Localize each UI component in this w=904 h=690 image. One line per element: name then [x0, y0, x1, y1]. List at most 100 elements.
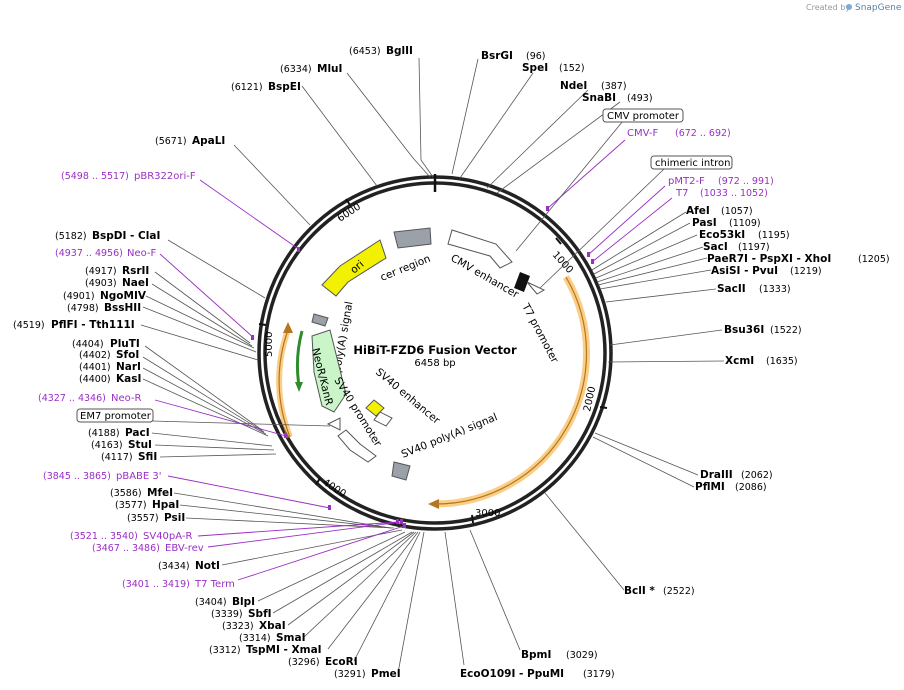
leader-bspei: [301, 85, 378, 187]
enzyme-pos-clai: (5182): [55, 231, 87, 242]
leader-spei: [459, 72, 534, 179]
enzyme-pos-bsu36i: (1522): [770, 325, 802, 336]
leader-t7: [591, 197, 673, 263]
enzyme-pos-bsshii: (4798): [67, 303, 99, 314]
enzyme-name-nari: NarI: [116, 361, 141, 373]
leader-hpai: [179, 504, 393, 529]
enzyme-name-ecori: EcoRI: [325, 656, 358, 668]
enzyme-pos-ngomiv: (4901): [63, 291, 95, 302]
enzyme-pos-sbfi: (3339): [211, 609, 243, 620]
enzyme-name-eco0109i: EcoO109I - PpuMI: [460, 668, 564, 680]
enzyme-name-noti: NotI: [195, 560, 220, 572]
primer-range-sv40pa-r: (3521 .. 3540): [70, 531, 138, 542]
primer-name-t7: T7: [675, 188, 688, 199]
leader-smai: [303, 531, 417, 638]
em7-promoter-label: EM7 promoter: [80, 411, 152, 422]
enzyme-name-asisi: AsiSI - PvuI: [711, 265, 778, 277]
enzyme-pos-paer7i: (1205): [858, 254, 890, 265]
leader-ecori: [353, 531, 421, 662]
enzyme-pos-paci: (4188): [88, 428, 120, 439]
t7-promoter-feature: [514, 272, 530, 292]
enzyme-name-xbai: XbaI: [259, 620, 286, 632]
enzyme-name-psii: PsiI: [164, 512, 185, 524]
fzd6-cds-arrow-head: [428, 499, 439, 509]
leader-bsrgi: [451, 58, 479, 175]
enzyme-name-pflfi: PflFI - Tth111I: [51, 319, 135, 331]
t7-promoter-label: T7 promoter: [519, 301, 561, 366]
enzyme-name-mlui: MluI: [317, 63, 342, 75]
enzyme-name-pasi: PasI: [692, 217, 717, 229]
enzyme-name-bglii: BglII: [386, 45, 413, 57]
leader-paci: [151, 432, 273, 447]
mark-pmt2-f: [587, 252, 590, 257]
primer-range-neo-r: (4327 .. 4346): [38, 393, 106, 404]
enzyme-name-naei: NaeI: [122, 277, 149, 289]
leader-ngomiv: [145, 295, 255, 349]
primer-name-cmv-f: CMV-F: [627, 128, 658, 139]
primer-range-t7: (1033 .. 1052): [700, 188, 768, 199]
primer-range-pbr322ori-f: (5498 .. 5517): [61, 171, 129, 182]
tick-3000: 3000: [475, 508, 500, 519]
enzyme-pos-tspmi: (3312): [209, 645, 241, 656]
leader-psii: [185, 517, 395, 529]
chimeric-intron-label: chimeric intron: [655, 158, 730, 169]
enzyme-name-sacii: SacII: [717, 283, 746, 295]
primer-name-sv40pa-r: SV40pA-R: [143, 531, 192, 542]
primer-labels: CMV-F (672 .. 692) pMT2-F (972 .. 991) T…: [38, 128, 774, 590]
enzyme-pos-pflfi: (4519): [13, 320, 45, 331]
enzyme-name-pmei: PmeI: [371, 668, 401, 680]
cmv-enhancer-feature: [447, 229, 513, 269]
sv40-polya-label: SV40 poly(A) signal: [400, 411, 500, 461]
leader-snabi: [496, 101, 621, 194]
primer-name-neo-f: Neo-F: [127, 248, 157, 259]
enzyme-name-spei: SpeI: [522, 62, 548, 74]
leader-sv40pa-r: [197, 521, 399, 537]
snapgene-brand: SnapGene: [855, 3, 902, 13]
polya-signal-feature: [311, 313, 329, 327]
enzyme-pos-apali: (5671): [155, 136, 187, 147]
leader-eco0109i: [444, 531, 465, 666]
leader-noti: [221, 529, 403, 566]
enzyme-pos-blpi: (3404): [195, 597, 227, 608]
leader-chimeric-intron: [539, 168, 665, 289]
primer-range-neo-f: (4937 .. 4956): [55, 248, 123, 259]
enzyme-pos-pasi: (1109): [729, 218, 761, 229]
primer-name-neo-r: Neo-R: [111, 393, 142, 404]
enzyme-pos-pmei: (3291): [334, 669, 366, 680]
enzyme-name-bsrgi: BsrGI: [481, 50, 513, 62]
tick-2000: 2000: [582, 385, 598, 412]
primer-name-pbabe-3: pBABE 3': [116, 471, 162, 482]
tick-5000: 5000: [264, 332, 275, 357]
enzyme-pos-draiii: (2062): [741, 470, 773, 481]
enzyme-pos-afei: (1057): [721, 206, 753, 217]
enzyme-name-sfoi: SfoI: [116, 349, 139, 361]
enzyme-name-bcli: BclI *: [624, 585, 655, 597]
enzyme-name-draiii: DraIII: [700, 469, 733, 481]
leader-paer7i: [597, 257, 708, 286]
enzyme-name-bsu36i: Bsu36I: [724, 324, 764, 336]
leader-ebv-rev: [207, 521, 402, 548]
leader-neo-r: [154, 399, 287, 437]
boxed-feature-labels: CMV promoter chimeric intron EM7 promote…: [76, 108, 733, 427]
leader-mfei: [173, 492, 391, 529]
leader-bpmi: [469, 529, 521, 651]
em7-promoter-feature: [326, 417, 341, 431]
enzyme-pos-sacii: (1333): [759, 284, 791, 295]
chimeric-intron-box: [650, 155, 733, 170]
ori-feature: [321, 239, 387, 297]
enzyme-labels: (6453) BglII BsrGI (96) (6334) MluI SpeI…: [13, 45, 890, 680]
enzyme-name-hpai: HpaI: [152, 499, 179, 511]
sv40-promoter-feature: [337, 429, 377, 463]
enzyme-name-stui: StuI: [128, 439, 152, 451]
enzyme-name-bsshii: BssHII: [104, 302, 141, 314]
tick-6000-mark: [345, 198, 351, 206]
leader-draiii: [594, 432, 699, 476]
leader-afei: [591, 211, 687, 271]
leader-pmei: [397, 531, 425, 674]
primer-range-cmv-f: (672 .. 692): [675, 128, 731, 139]
mark-pbr322ori-f: [297, 247, 300, 252]
cer-region-feature: [393, 227, 432, 249]
primer-name-pmt2-f: pMT2-F: [668, 176, 705, 187]
neo-cds-arrow-head: [283, 322, 293, 333]
enzyme-pos-kasi: (4400): [79, 374, 111, 385]
